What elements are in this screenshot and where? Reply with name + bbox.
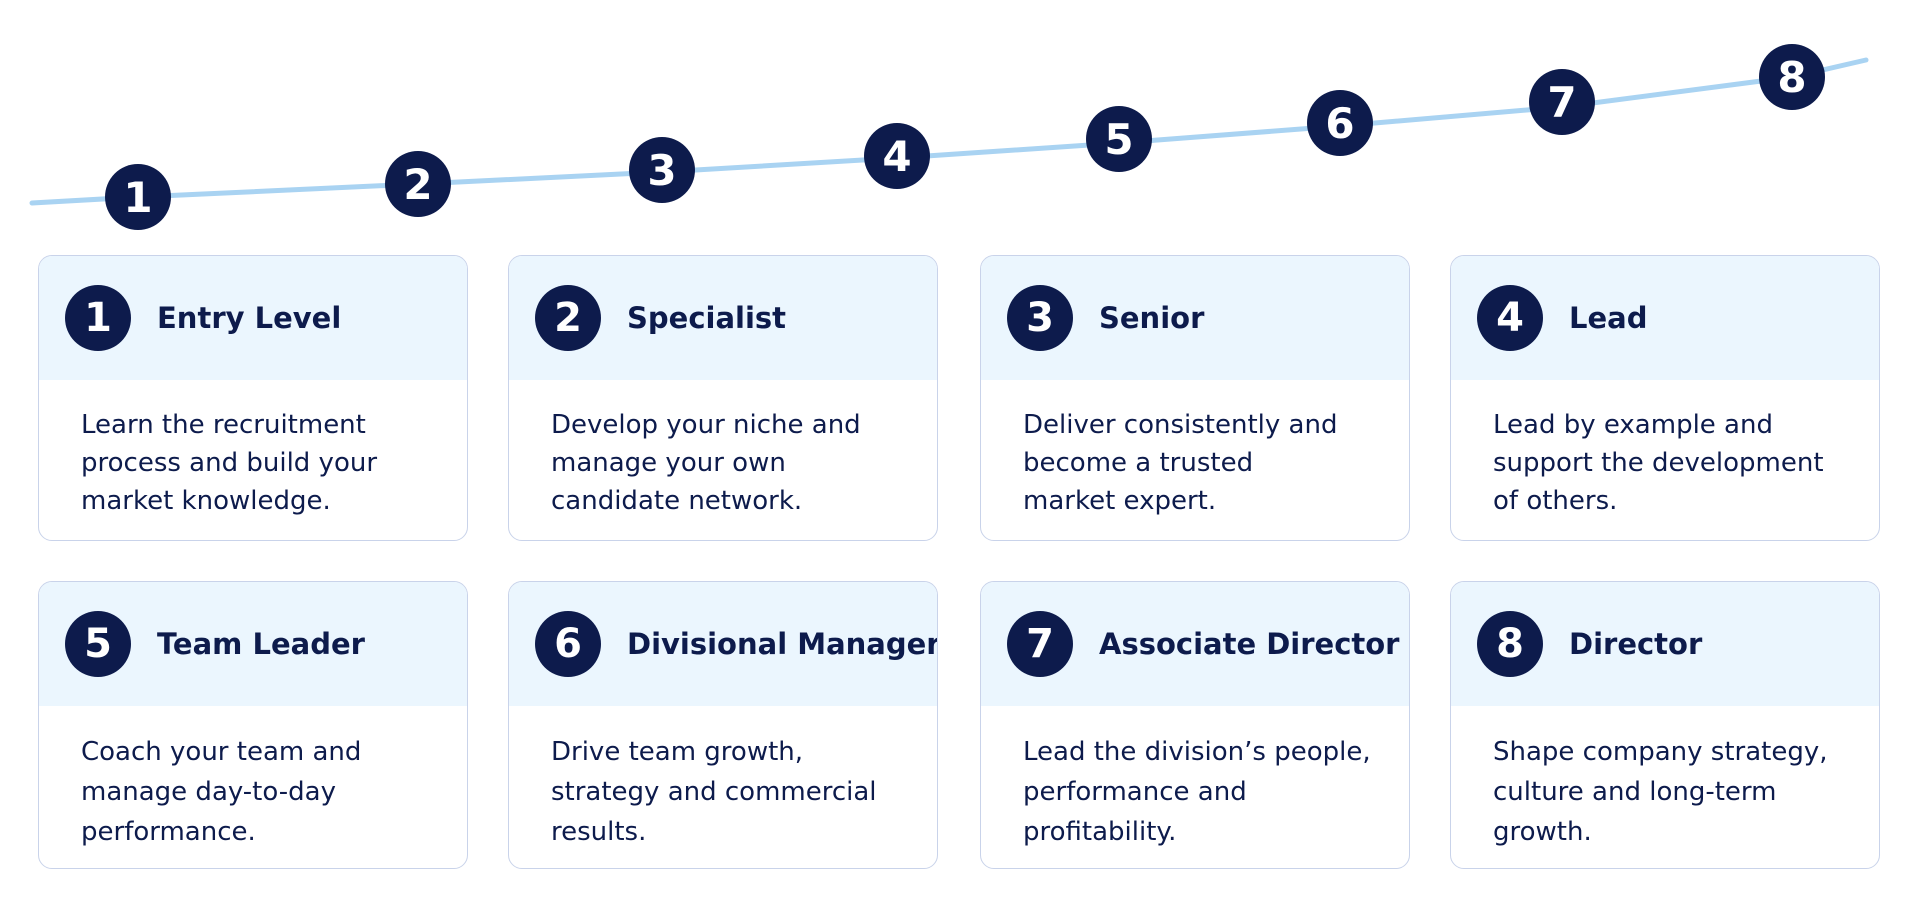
stage-description: Coach your team and manage day-to-day pe…	[39, 706, 467, 852]
description-line: Lead the division’s people,	[1023, 737, 1371, 767]
svg-text:5: 5	[1104, 115, 1133, 164]
stage-card-header: 5 Team Leader	[39, 582, 467, 706]
stage-title: Team Leader	[157, 627, 365, 661]
description-line: Shape company strategy,	[1493, 737, 1828, 767]
stage-card-header: 8 Director	[1451, 582, 1879, 706]
description-line: of others.	[1493, 486, 1618, 516]
svg-text:4: 4	[882, 132, 911, 181]
description-line: market expert.	[1023, 486, 1217, 516]
description-line: Coach your team and	[81, 737, 362, 767]
stage-card-header: 1 Entry Level	[39, 256, 467, 380]
description-line: Learn the recruitment	[81, 410, 366, 440]
stage-title: Senior	[1099, 301, 1205, 335]
stage-title: Lead	[1569, 301, 1648, 335]
stage-card-header: 2 Specialist	[509, 256, 937, 380]
stage-card-header: 6 Divisional Manager	[509, 582, 937, 706]
description-line: Develop your niche and	[551, 410, 861, 440]
step-number-badge: 3	[1007, 285, 1073, 351]
description-line: results.	[551, 817, 647, 847]
stage-card: 8 Director Shape company strategy, cultu…	[1450, 581, 1880, 869]
svg-text:8: 8	[1777, 53, 1806, 102]
description-line: culture and long-term	[1493, 777, 1777, 807]
description-line: candidate network.	[551, 486, 803, 516]
step-number-badge: 7	[1007, 611, 1073, 677]
stage-description: Learn the recruitment process and build …	[39, 380, 467, 520]
stage-description: Lead the division’s people, performance …	[981, 706, 1409, 852]
stage-card: 6 Divisional Manager Drive team growth, …	[508, 581, 938, 869]
timeline-marker: 4	[864, 123, 930, 189]
description-line: strategy and commercial	[551, 777, 877, 807]
description-line: profitability.	[1023, 817, 1177, 847]
stage-description: Deliver consistently and become a truste…	[981, 380, 1409, 520]
svg-text:3: 3	[647, 146, 676, 195]
stage-card: 5 Team Leader Coach your team and manage…	[38, 581, 468, 869]
description-line: manage your own	[551, 448, 786, 478]
step-number-badge: 1	[65, 285, 131, 351]
step-number-badge: 6	[535, 611, 601, 677]
description-line: manage day-to-day	[81, 777, 336, 807]
description-line: support the development	[1493, 448, 1824, 478]
svg-text:1: 1	[123, 173, 152, 222]
stage-card-header: 7 Associate Director	[981, 582, 1409, 706]
step-number-badge: 4	[1477, 285, 1543, 351]
description-line: Lead by example and	[1493, 410, 1773, 440]
description-line: Drive team growth,	[551, 737, 804, 767]
stage-card: 2 Specialist Develop your niche and mana…	[508, 255, 938, 541]
description-line: process and build your	[81, 448, 378, 478]
description-line: market knowledge.	[81, 486, 331, 516]
stage-description: Lead by example and support the developm…	[1451, 380, 1879, 520]
stage-description: Develop your niche and manage your own c…	[509, 380, 937, 520]
timeline-marker: 1	[105, 164, 171, 230]
svg-text:6: 6	[1325, 99, 1354, 148]
stage-title: Specialist	[627, 301, 787, 335]
description-line: growth.	[1493, 817, 1592, 847]
step-number-badge: 8	[1477, 611, 1543, 677]
description-line: performance.	[81, 817, 256, 847]
timeline-line	[29, 57, 1869, 206]
description-line: become a trusted	[1023, 448, 1254, 478]
stage-title: Divisional Manager	[627, 627, 938, 661]
stage-title: Entry Level	[157, 301, 342, 335]
timeline-marker: 7	[1529, 69, 1595, 135]
timeline-marker: 5	[1086, 106, 1152, 172]
svg-text:7: 7	[1547, 78, 1576, 127]
step-number-badge: 5	[65, 611, 131, 677]
stage-card: 7 Associate Director Lead the division’s…	[980, 581, 1410, 869]
svg-text:2: 2	[403, 160, 432, 209]
stage-card: 3 Senior Deliver consistently and become…	[980, 255, 1410, 541]
stage-title: Director	[1569, 627, 1703, 661]
stage-card: 1 Entry Level Learn the recruitment proc…	[38, 255, 468, 541]
step-number-badge: 2	[535, 285, 601, 351]
stage-card-header: 3 Senior	[981, 256, 1409, 380]
stage-description: Drive team growth, strategy and commerci…	[509, 706, 937, 852]
stage-card-header: 4 Lead	[1451, 256, 1879, 380]
timeline-marker: 3	[629, 137, 695, 203]
timeline-marker: 2	[385, 151, 451, 217]
description-line: Deliver consistently and	[1023, 410, 1338, 440]
stage-card: 4 Lead Lead by example and support the d…	[1450, 255, 1880, 541]
stage-description: Shape company strategy, culture and long…	[1451, 706, 1879, 852]
career-timeline: 1 2 3 4 5 6 7 8	[29, 44, 1869, 230]
timeline-marker: 8	[1759, 44, 1825, 110]
timeline-marker: 6	[1307, 90, 1373, 156]
stage-title: Associate Director	[1099, 627, 1400, 661]
description-line: performance and	[1023, 777, 1247, 807]
